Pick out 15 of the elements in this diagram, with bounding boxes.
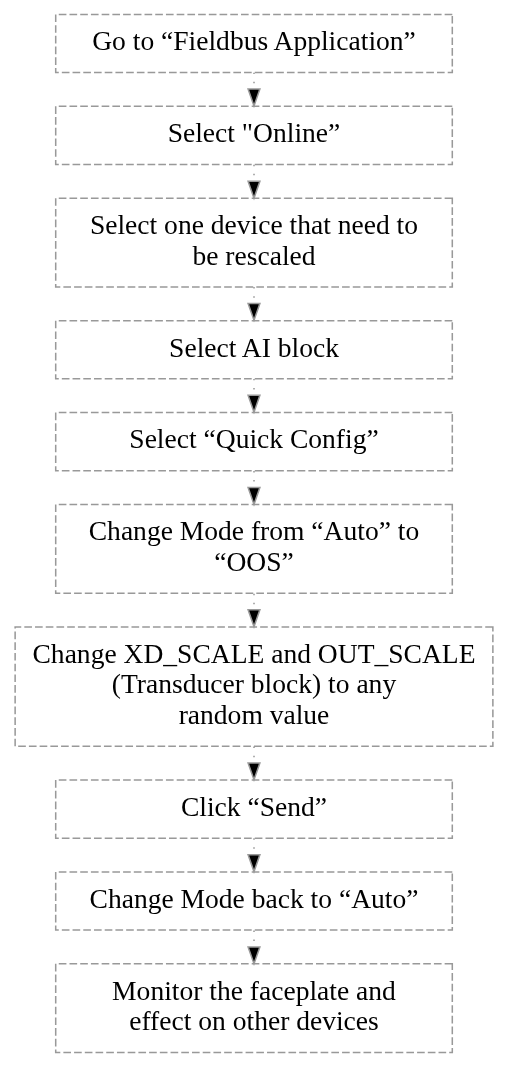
node-box: Select “Quick Config” bbox=[54, 411, 454, 472]
arrow bbox=[247, 837, 261, 874]
node-box: Go to “Fieldbus Application” bbox=[54, 13, 454, 74]
arrow bbox=[247, 286, 261, 323]
node-box: Monitor the faceplate and effect on other devices bbox=[54, 963, 454, 1054]
arrow bbox=[247, 929, 261, 967]
node-box: Select AI block bbox=[54, 319, 454, 380]
node-box: Select one device that need to be rescaled bbox=[54, 197, 454, 288]
arrow bbox=[247, 470, 261, 507]
node-box: Click “Send” bbox=[54, 779, 454, 839]
node-box: Change Mode back to “Auto” bbox=[54, 871, 454, 931]
node-box: Change XD_SCALE and OUT_SCALE (Transducer block) to any random value bbox=[14, 626, 494, 748]
node-box: Change Mode from “Auto” to “OOS” bbox=[54, 503, 454, 594]
arrow bbox=[247, 745, 261, 783]
node-box: Select "Online” bbox=[54, 105, 454, 166]
